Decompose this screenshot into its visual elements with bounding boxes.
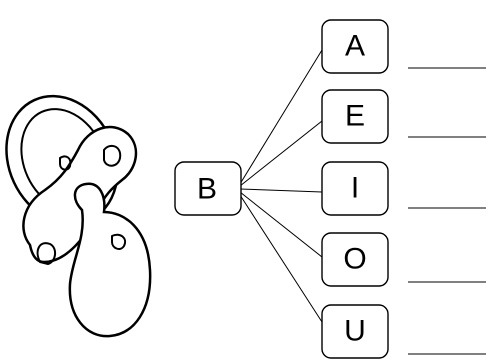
connector-line-e — [239, 120, 323, 187]
connector-lines — [239, 49, 323, 323]
vowel-box-i: I — [321, 161, 389, 216]
vowel-box-o: O — [321, 232, 389, 287]
vowel-box-u: U — [321, 304, 389, 359]
vowel-letter-a: A — [345, 30, 365, 63]
consonant-letter: B — [197, 173, 217, 206]
connector-line-i — [239, 188, 323, 193]
vowel-box-a: A — [321, 19, 389, 74]
answer-lines — [408, 67, 486, 355]
vowel-letter-e: E — [345, 100, 365, 133]
vowel-box-e: E — [321, 89, 389, 144]
pacifier-icon — [5, 94, 152, 338]
vowel-letter-u: U — [344, 315, 366, 348]
connector-line-a — [239, 49, 323, 185]
vowel-letter-i: I — [351, 172, 359, 205]
consonant-box: B — [174, 161, 242, 216]
connector-line-u — [239, 194, 323, 323]
vowel-letter-o: O — [343, 243, 366, 276]
connector-line-o — [239, 191, 323, 258]
